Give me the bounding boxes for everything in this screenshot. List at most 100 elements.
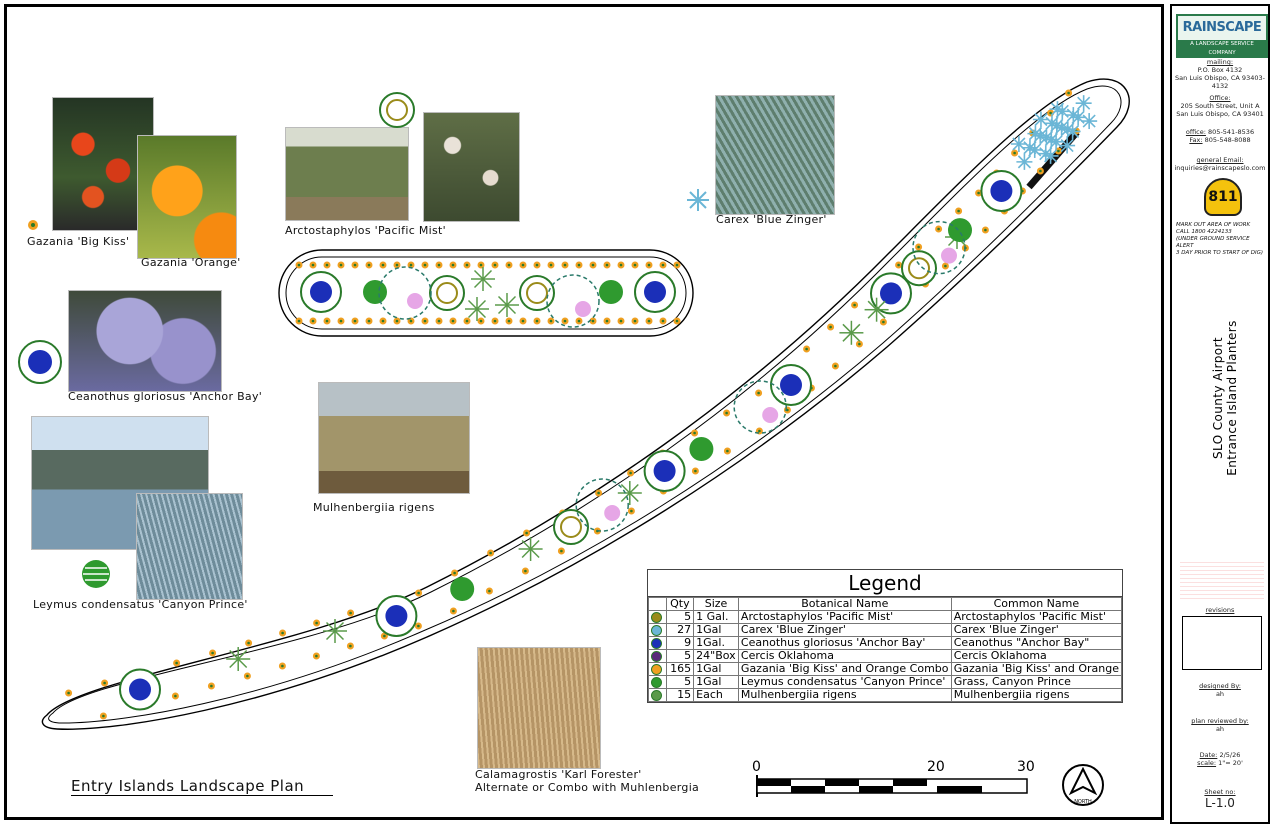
ceanothus-icon <box>651 637 662 649</box>
leymus-plant-icon <box>689 437 714 461</box>
gazania-center-icon <box>917 245 920 249</box>
gazania-center-icon <box>325 263 329 267</box>
legend-botanical: Leymus condensatus 'Canyon Prince' <box>737 675 952 689</box>
gazania-center-icon <box>465 263 469 267</box>
gazania-center-icon <box>629 471 632 475</box>
legend-botanical: Cercis Oklahoma <box>737 649 952 663</box>
dig-note-2: CALL 1800 4224133 <box>1176 229 1232 235</box>
leymus-icon <box>651 676 662 688</box>
cercis-bloom-icon <box>604 505 621 521</box>
caption-mulhenbergia: Mulhenbergiia rigens <box>313 501 435 514</box>
ceanothus-center-icon <box>780 374 802 396</box>
designed-label: designed By: <box>1199 682 1241 690</box>
revisions-box <box>1182 616 1262 670</box>
gazania-center-icon <box>647 319 651 323</box>
gazania-center-icon <box>1049 111 1052 115</box>
gazania-center-icon <box>417 624 420 628</box>
legal-notice <box>1180 562 1264 602</box>
gazania-center-icon <box>395 319 399 323</box>
arctostaphylos-sample-icon <box>379 92 415 128</box>
carex-icon <box>651 624 662 636</box>
gazania-center-icon <box>944 264 947 268</box>
legend-size: 1Gal <box>693 662 739 676</box>
phone-block: office: 805-541-8536 Fax: 805-548-8088 <box>1172 128 1268 144</box>
gazania-center-icon <box>381 319 385 323</box>
reviewed-block: plan reviewed by: ah <box>1172 717 1268 733</box>
gazania-center-icon <box>525 531 528 535</box>
caption-gazania-big-kiss: Gazania 'Big Kiss' <box>27 235 130 248</box>
gazania-center-icon <box>246 674 249 678</box>
gazania-center-icon <box>605 263 609 267</box>
gazania-center-icon <box>577 319 581 323</box>
legend-size: 1Gal <box>693 675 739 689</box>
legend-title: Legend <box>648 570 1122 597</box>
cercis-bloom-icon <box>762 407 779 423</box>
carex-plant-icon <box>1059 121 1076 138</box>
gazania-center-icon <box>479 263 483 267</box>
carex-plant-icon <box>1065 107 1082 124</box>
legend-botanical: Carex 'Blue Zinger' <box>737 623 952 637</box>
gazania-center-icon <box>311 263 315 267</box>
scale-label-20: 20 <box>927 759 945 775</box>
mailing-block: mailing: P.O. Box 4132 San Luis Obispo, … <box>1172 58 1268 90</box>
sheet-number: L-1.0 <box>1205 796 1235 810</box>
leymus-plant-icon <box>948 218 972 243</box>
legend-header-botanical: Botanical Name <box>737 597 952 611</box>
ceanothus-center-icon <box>310 281 332 303</box>
mulhenbergia-plant-icon <box>323 619 347 643</box>
legend-qty: 9 <box>665 636 695 650</box>
date-label: Date: <box>1199 751 1218 759</box>
arctostaphylos-center-icon <box>526 282 548 304</box>
photo-gazania-orange <box>137 135 237 259</box>
ceanothus-center-icon <box>129 678 151 701</box>
legend-size: 1 Gal. <box>693 610 739 624</box>
carex-plant-icon <box>1027 125 1044 142</box>
gazania-center-icon <box>597 491 600 495</box>
reviewed-label: plan reviewed by: <box>1191 717 1249 725</box>
legend-symbol <box>648 675 667 689</box>
caption-carex: Carex 'Blue Zinger' <box>716 213 827 226</box>
scale-value: 1"= 20' <box>1218 759 1243 767</box>
gazania-center-icon <box>507 263 511 267</box>
planting-plan <box>41 78 1130 730</box>
gazania-center-icon <box>521 263 525 267</box>
gazania-center-icon <box>757 391 760 395</box>
gazania-center-icon <box>1039 169 1042 173</box>
gazania-center-icon <box>563 319 567 323</box>
legend-symbol <box>648 636 667 650</box>
gazania-center-icon <box>834 364 837 368</box>
reviewed-by: ah <box>1215 725 1225 733</box>
carex-plant-icon <box>1038 129 1055 146</box>
gazania-center-icon <box>453 571 456 575</box>
photo-arctostaphylos-1 <box>285 127 409 221</box>
gazania-center-icon <box>758 429 761 433</box>
gazania-center-icon <box>694 469 697 473</box>
caption-arctostaphylos: Arctostaphylos 'Pacific Mist' <box>285 224 446 237</box>
caption-gazania-orange: Gazania 'Orange' <box>141 256 241 269</box>
gazania-center-icon <box>858 342 861 346</box>
north-label: NORTH <box>1074 799 1092 805</box>
gazania-center-icon <box>297 263 301 267</box>
carex-plant-icon <box>1043 115 1060 132</box>
gazania-center-icon <box>897 263 900 267</box>
carex-plant-icon <box>1081 113 1098 130</box>
arctostaphylos-center-icon <box>908 257 930 280</box>
gazania-center-icon <box>549 263 553 267</box>
arctostaphylos-icon <box>651 611 662 623</box>
carex-plant-icon <box>1032 111 1049 128</box>
gazania-center-icon <box>395 263 399 267</box>
gazania-center-icon <box>507 319 511 323</box>
gazania-center-icon <box>423 263 427 267</box>
dig-number: 811 <box>1208 189 1238 205</box>
ceanothus-center-icon <box>644 281 666 303</box>
gazania-center-icon <box>619 319 623 323</box>
legend-header-size: Size <box>693 597 739 611</box>
gazania-center-icon <box>493 319 497 323</box>
photo-carex <box>715 95 835 215</box>
project-line-2: Entrance Island Planters <box>1225 320 1239 476</box>
gazania-center-icon <box>630 509 633 513</box>
dig-note-3: (UNDER GROUND SERVICE ALERT <box>1176 236 1250 249</box>
